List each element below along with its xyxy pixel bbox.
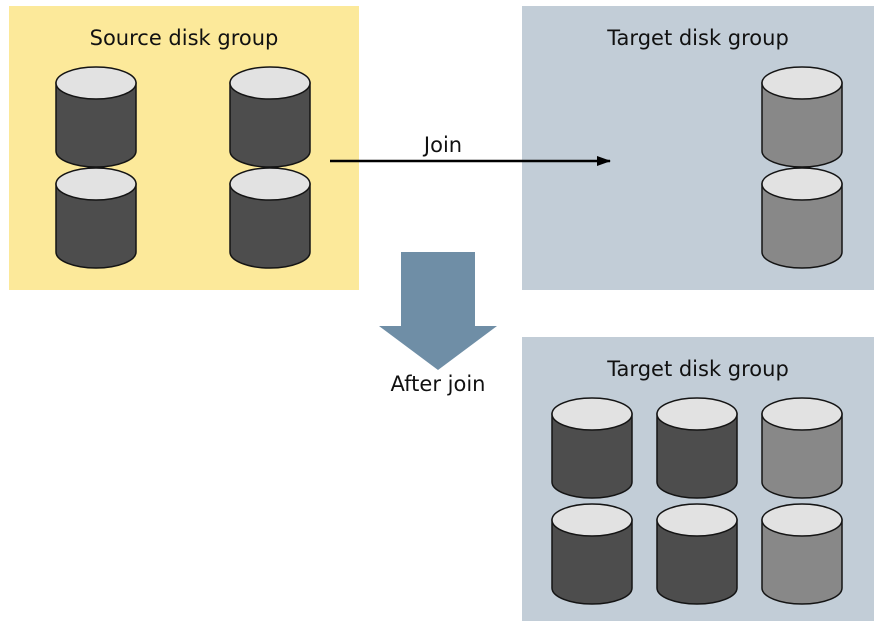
result-disk-3 xyxy=(761,397,843,499)
target-disk-2-body xyxy=(761,183,843,269)
target-disk-1-body xyxy=(761,82,843,168)
result-disk-2-top xyxy=(656,397,738,431)
source-disk-1-body xyxy=(55,82,137,168)
source-disk-3 xyxy=(55,167,137,269)
result-disk-group: Target disk group xyxy=(522,337,874,621)
result-disks xyxy=(551,397,843,605)
join-arrow-label: Join xyxy=(422,133,462,157)
join-arrow: Join xyxy=(330,133,611,166)
after-join-arrow: After join xyxy=(379,252,497,396)
result-disk-1-top xyxy=(551,397,633,431)
source-disk-group: Source disk group xyxy=(9,6,359,290)
result-disk-1 xyxy=(551,397,633,499)
source-disk-3-top xyxy=(55,167,137,201)
after-join-arrow-shape xyxy=(379,252,497,370)
result-disk-4-top xyxy=(551,503,633,537)
source-disk-2-body xyxy=(229,82,311,168)
result-disk-group-label: Target disk group xyxy=(606,357,789,381)
result-disk-5-top xyxy=(656,503,738,537)
result-disk-4 xyxy=(551,503,633,605)
source-disks xyxy=(55,66,311,269)
source-disk-group-label: Source disk group xyxy=(90,26,279,50)
result-disk-6-top xyxy=(761,503,843,537)
target-disk-1-top xyxy=(761,66,843,100)
result-disk-4-body xyxy=(551,519,633,605)
target-disk-2 xyxy=(761,167,843,269)
target-disk-group: Target disk group xyxy=(522,6,874,290)
source-disk-2-top xyxy=(229,66,311,100)
source-disk-4-body xyxy=(229,183,311,269)
source-disk-2 xyxy=(229,66,311,168)
result-disk-2-body xyxy=(656,413,738,499)
result-disk-5-body xyxy=(656,519,738,605)
target-disk-group-label: Target disk group xyxy=(606,26,789,50)
result-disk-6 xyxy=(761,503,843,605)
result-disk-1-body xyxy=(551,413,633,499)
after-join-arrow-label: After join xyxy=(391,372,486,396)
source-disk-4 xyxy=(229,167,311,269)
result-disk-6-body xyxy=(761,519,843,605)
result-disk-3-body xyxy=(761,413,843,499)
result-disk-2 xyxy=(656,397,738,499)
target-disks xyxy=(761,66,843,269)
result-disk-5 xyxy=(656,503,738,605)
source-disk-3-body xyxy=(55,183,137,269)
target-disk-2-top xyxy=(761,167,843,201)
source-disk-4-top xyxy=(229,167,311,201)
source-disk-1-top xyxy=(55,66,137,100)
source-disk-1 xyxy=(55,66,137,168)
result-disk-3-top xyxy=(761,397,843,431)
target-disk-1 xyxy=(761,66,843,168)
